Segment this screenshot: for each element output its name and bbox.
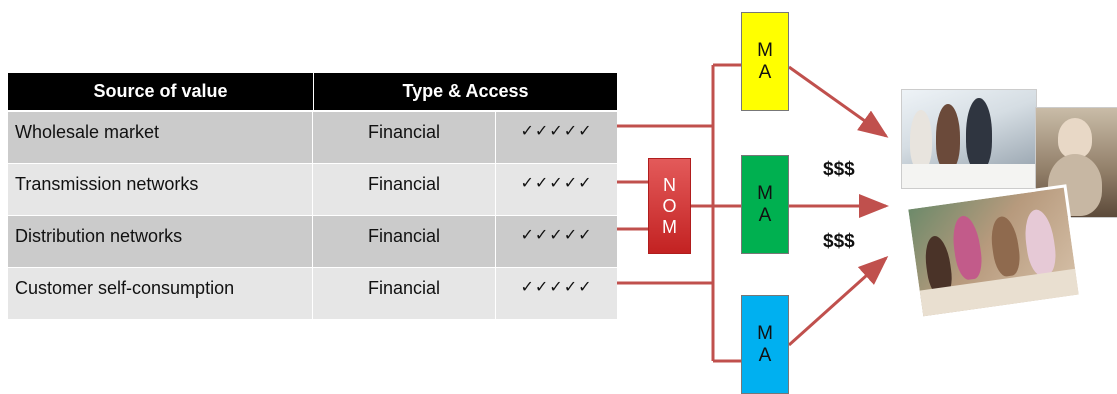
row-type: Financial [313,164,496,215]
table-row: Customer self-consumption Financial ✓✓✓✓… [8,268,617,320]
nom-letter: M [662,216,677,237]
money-label: $$$ [823,231,855,252]
money-label: $$$ [823,159,855,180]
ma-letter: M [757,182,773,204]
row-access-checks: ✓✓✓✓✓ [520,227,593,244]
table-row: Transmission networks Financial ✓✓✓✓✓ [8,164,617,216]
ma-letter: A [758,344,772,366]
row-source: Distribution networks [8,216,313,267]
business-meeting-photo [901,89,1037,189]
value-table: Source of value Type & Access Wholesale … [8,73,617,320]
ma-box-middle: M A [741,155,789,254]
ma-letter: M [757,39,773,61]
header-source: Source of value [8,73,314,110]
row-type: Financial [313,112,496,163]
ma-letter: A [758,204,772,226]
nom-letter: O [662,195,677,216]
row-access-checks: ✓✓✓✓✓ [520,279,593,296]
row-source: Transmission networks [8,164,313,215]
arrow-ma-bottom [787,255,889,347]
header-type-access: Type & Access [402,81,529,101]
family-meal-photo [904,184,1083,320]
row-type: Financial [313,268,496,319]
row-access-checks: ✓✓✓✓✓ [520,123,593,140]
arrow-ma-top [788,65,889,138]
table-row: Wholesale market Financial ✓✓✓✓✓ [8,112,617,164]
ma-box-bottom: M A [741,295,789,394]
ma-box-top: M A [741,12,789,111]
table-row: Distribution networks Financial ✓✓✓✓✓ [8,216,617,268]
row-source: Wholesale market [8,112,313,163]
row-source: Customer self-consumption [8,268,313,319]
nom-letter: N [663,174,676,195]
row-type: Financial [313,216,496,267]
table-header: Source of value Type & Access [8,73,617,112]
ma-letter: M [757,322,773,344]
row-access-checks: ✓✓✓✓✓ [520,175,593,192]
nom-box: N O M [648,158,691,254]
ma-letter: A [758,61,772,83]
